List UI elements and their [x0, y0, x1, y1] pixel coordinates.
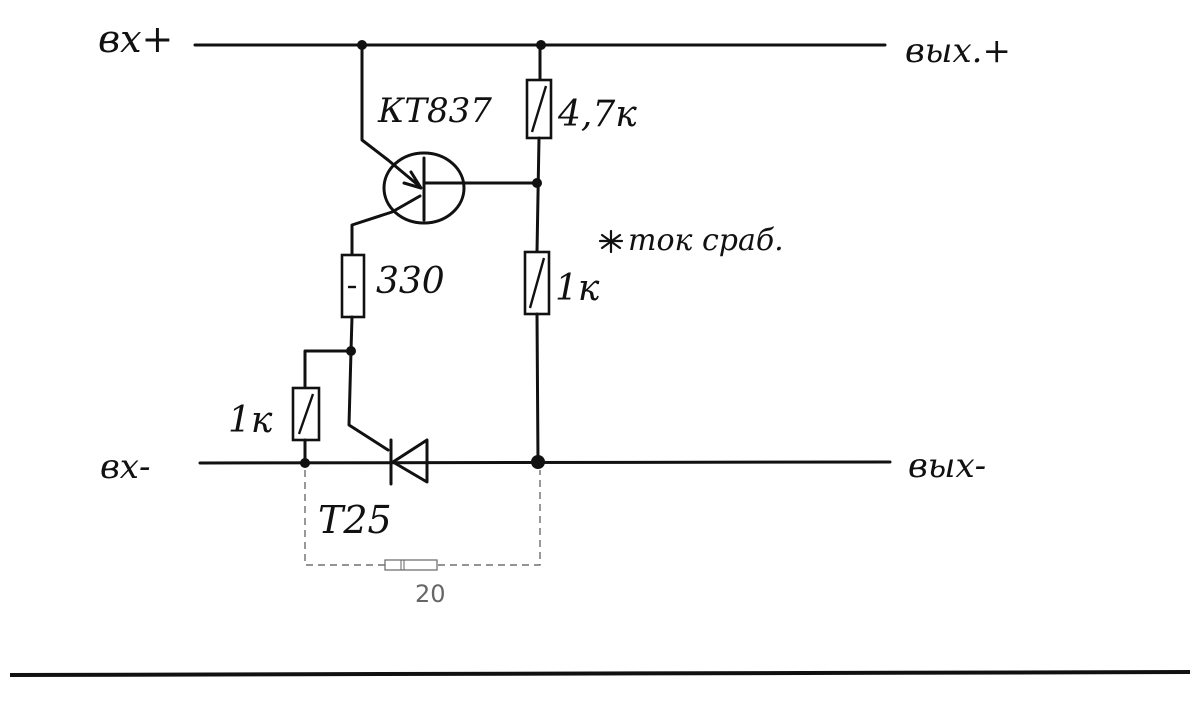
junction-dot	[532, 178, 542, 188]
transistor-emitter-arrow	[402, 170, 423, 190]
label-r-left: 1к	[228, 400, 273, 441]
right-column-bottom	[535, 312, 540, 464]
label-transistor: КТ837	[377, 91, 492, 131]
shunt-resistor	[384, 559, 438, 571]
junction-dot	[536, 40, 546, 50]
thyristor-symbol	[391, 438, 429, 484]
bottom-rail	[198, 460, 892, 465]
label-r-mid: 1к	[555, 268, 600, 309]
label-out-minus: вых-	[908, 446, 986, 486]
right-column-mid	[535, 136, 541, 254]
gate-wire	[347, 349, 390, 452]
shunt-dashed-outline	[304, 470, 541, 566]
node-to-left-resistor	[303, 349, 353, 390]
label-in-minus: вх-	[100, 447, 150, 487]
collector-wire	[350, 194, 422, 257]
r330-to-node	[349, 315, 354, 353]
label-r-base: 330	[376, 261, 445, 302]
junction-dot	[357, 40, 367, 50]
asterisk-mark	[598, 229, 624, 254]
label-r-top: 4,7к	[557, 94, 637, 135]
label-thyristor: Т25	[318, 498, 392, 542]
junction-dot	[531, 455, 545, 469]
junction-dot	[300, 458, 310, 468]
label-in-plus: вх+	[98, 17, 173, 61]
label-out-plus: вых.+	[905, 31, 1011, 71]
transistor-circle	[382, 151, 466, 225]
emitter-wire	[360, 43, 420, 187]
label-current-note: ток сраб.	[628, 223, 784, 258]
label-shunt: 20	[415, 580, 446, 608]
junction-dot	[346, 346, 356, 356]
page-divider	[9, 670, 1191, 677]
